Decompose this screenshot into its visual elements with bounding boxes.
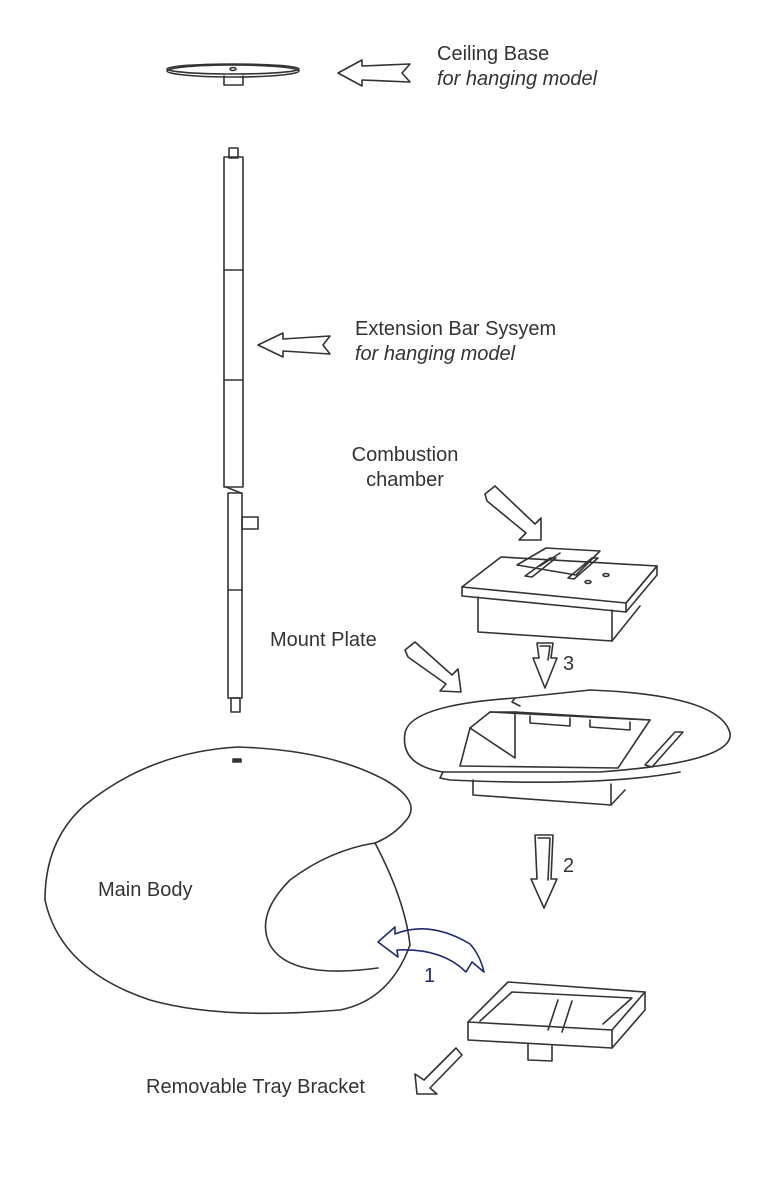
extension-bar-title: Extension Bar Sysyem xyxy=(355,318,557,340)
combustion-chamber-line1: Combustion xyxy=(351,444,459,466)
ceiling-base-subtitle: for hanging model xyxy=(437,68,598,90)
combustion-chamber-label: Combustion chamber xyxy=(335,443,475,493)
tray-bracket-part xyxy=(467,981,646,1062)
combustion-chamber-line2: chamber xyxy=(366,469,444,491)
step-3-arrow-icon xyxy=(532,642,558,689)
mount-plate-label: Mount Plate xyxy=(270,629,377,651)
tray-bracket-label: Removable Tray Bracket xyxy=(146,1076,365,1098)
ceiling-base-part xyxy=(166,63,300,86)
combustion-chamber-part xyxy=(461,547,658,642)
tray-bracket-arrow-icon xyxy=(414,1047,463,1095)
step-2-number: 2 xyxy=(563,855,575,877)
mount-plate-part xyxy=(403,689,731,806)
main-body-label: Main Body xyxy=(98,879,193,901)
step-3-number: 3 xyxy=(563,653,575,675)
ceiling-base-title: Ceiling Base xyxy=(437,43,550,65)
step-1-number: 1 xyxy=(424,965,436,987)
extension-bar-arrow-icon xyxy=(257,332,331,358)
step-2-arrow-icon xyxy=(530,834,558,909)
step-1-curved-arrow-icon xyxy=(377,926,485,973)
ceiling-base-arrow-icon xyxy=(337,59,411,87)
main-body-part xyxy=(44,746,412,1015)
mount-plate-arrow-icon xyxy=(404,641,462,693)
ceiling-base-label: Ceiling Base for hanging model xyxy=(437,42,597,92)
extension-bar-label: Extension Bar Sysyem for hanging model xyxy=(355,317,556,367)
combustion-chamber-arrow-icon xyxy=(484,485,542,541)
extension-bar-part xyxy=(223,147,259,713)
extension-bar-subtitle: for hanging model xyxy=(355,343,516,365)
